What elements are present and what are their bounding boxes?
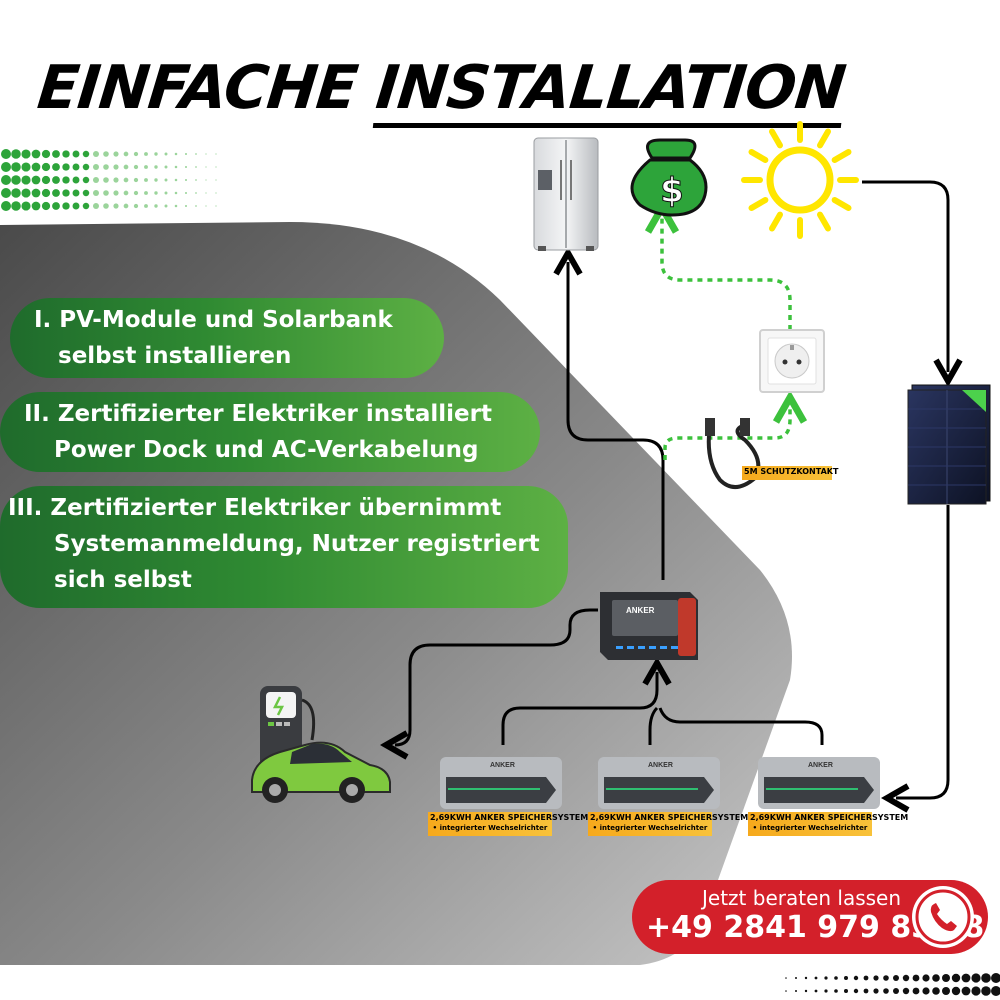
battery-1-brand: ANKER xyxy=(490,762,515,769)
battery-label-3: 2,69KWH ANKER SPEICHERSYSTEM • integrier… xyxy=(748,812,908,836)
line-sun-to-panel xyxy=(862,180,948,372)
phone-icon xyxy=(912,886,974,948)
dot-pattern-top-left xyxy=(1,149,217,211)
battery-label-3-title: 2,69KWH ANKER SPEICHERSYSTEM xyxy=(750,813,909,822)
power-dock-icon xyxy=(600,592,698,660)
battery-label-1-subtitle: • integrierter Wechselrichter xyxy=(432,824,548,832)
sun-icon xyxy=(741,121,859,239)
svg-text:$: $ xyxy=(660,171,684,211)
money-bag-icon: $ xyxy=(630,138,708,217)
contact-button-label: Jetzt beraten lassen xyxy=(702,886,902,910)
step-3-line-3: sich selbst xyxy=(54,567,192,593)
step-2: II. Zertifizierter Elektriker installier… xyxy=(0,392,540,472)
battery-label-1-title: 2,69KWH ANKER SPEICHERSYSTEM xyxy=(430,813,589,822)
socket-icon xyxy=(759,329,825,393)
battery-icon-3 xyxy=(758,757,880,809)
battery-2-brand: ANKER xyxy=(648,762,673,769)
battery-label-1: 2,69KWH ANKER SPEICHERSYSTEM • integrier… xyxy=(428,812,588,836)
step-1-line-1: I. PV-Module und Solarbank xyxy=(34,307,393,333)
dock-brand: ANKER xyxy=(626,606,655,615)
car-icon xyxy=(251,741,391,803)
step-2-line-2: Power Dock und AC-Verkabelung xyxy=(54,437,479,463)
battery-label-2-title: 2,69KWH ANKER SPEICHERSYSTEM xyxy=(590,813,749,822)
step-3: III. Zertifizierter Elektriker übernimmt… xyxy=(0,486,568,608)
step-3-line-2: Systemanmeldung, Nutzer registriert xyxy=(54,531,540,557)
battery-icon-1 xyxy=(440,757,562,809)
line-battery-3 xyxy=(658,707,824,745)
contact-button[interactable]: Jetzt beraten lassen +49 2841 979 83 38 xyxy=(632,880,988,954)
battery-icon-2 xyxy=(598,757,720,809)
step-2-line-1: II. Zertifizierter Elektriker installier… xyxy=(24,401,492,427)
line-batteries-to-dock xyxy=(501,672,657,745)
line-dock-to-fridge xyxy=(568,262,665,580)
fridge-icon xyxy=(533,137,599,251)
step-3-line-1: III. Zertifizierter Elektriker übernimmt xyxy=(8,495,502,521)
battery-3-brand: ANKER xyxy=(808,762,833,769)
dashed-line-socket-to-money xyxy=(662,218,792,330)
line-dock-to-car xyxy=(395,608,598,745)
line-battery-2 xyxy=(648,706,659,745)
dot-pattern-bottom-right xyxy=(785,973,1000,996)
step-1-line-2: selbst installieren xyxy=(58,343,292,369)
battery-label-3-subtitle: • integrierter Wechselrichter xyxy=(752,824,868,832)
dashed-line-dock-to-socket xyxy=(663,408,790,460)
line-panel-to-battery xyxy=(896,505,950,798)
step-1: I. PV-Module und Solarbank selbst instal… xyxy=(10,298,444,378)
battery-label-2: 2,69KWH ANKER SPEICHERSYSTEM • integrier… xyxy=(588,812,748,836)
solar-panel-icon xyxy=(907,384,991,505)
battery-label-2-subtitle: • integrierter Wechselrichter xyxy=(592,824,708,832)
cable-label: 5M SCHUTZKONTAKT xyxy=(742,466,838,480)
